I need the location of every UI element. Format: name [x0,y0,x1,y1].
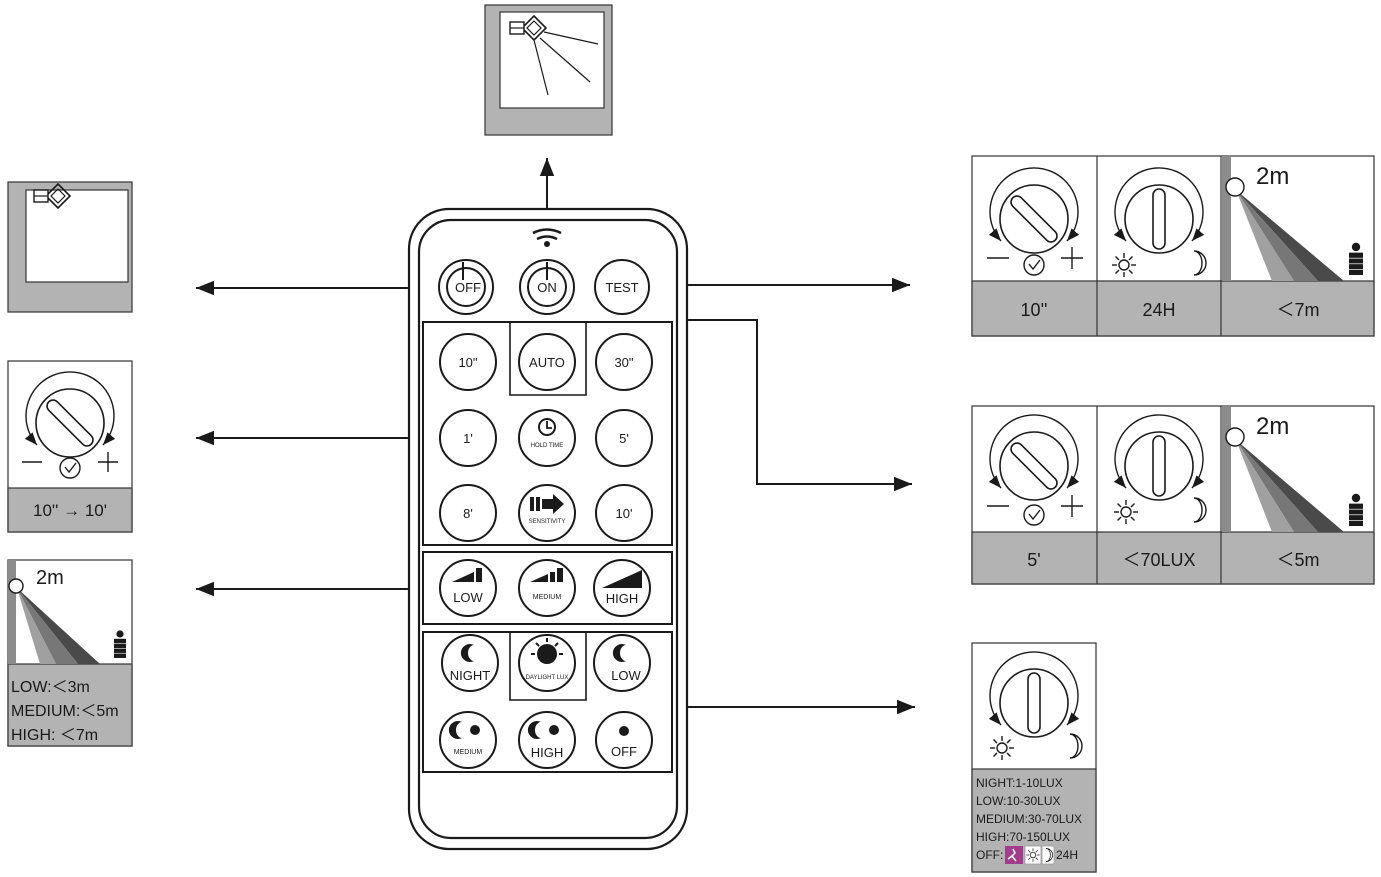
range-panel: 2m LOW:＜3m MEDIUM:＜5m HIGH: ＜7m [7,559,133,747]
svg-text:OFF:: OFF: [976,848,1003,862]
svg-text:LOW:10-30LUX: LOW:10-30LUX [976,794,1061,808]
test-button[interactable]: TEST [594,259,650,315]
off-button[interactable]: OFF [438,259,494,315]
sensitivity-button[interactable]: SENSITIVITY [518,484,576,542]
moon-sun-icon [527,721,559,739]
svg-text:SENSITIVITY: SENSITIVITY [529,519,566,525]
svg-text:OFF: OFF [611,744,637,759]
test-result-panel: 2m 10'' 24H ＜7m [971,155,1375,337]
small-sun-icon [619,726,629,736]
time-8m-button[interactable]: 8' [439,484,497,542]
light-rays [533,31,599,96]
svg-text:10'': 10'' [1021,300,1048,320]
sensitivity-medium-button[interactable]: MEDIUM [518,559,576,617]
svg-text:10'' → 10': 10'' → 10' [33,501,107,520]
moon-icon [612,644,626,662]
time-30s-button[interactable]: 30" [595,333,653,391]
svg-text:MEDIUM:30-70LUX: MEDIUM:30-70LUX [976,812,1082,826]
svg-text:10": 10" [458,355,477,370]
svg-text:AUTO: AUTO [529,355,565,370]
svg-text:24H: 24H [1142,300,1175,320]
svg-text:LOW: LOW [611,668,641,683]
svg-text:1': 1' [463,431,473,446]
svg-text:2m: 2m [36,567,64,589]
svg-text:MEDIUM: MEDIUM [454,749,483,756]
lux-result-panel: NIGHT:1-10LUX LOW:10-30LUX MEDIUM:30-70L… [971,642,1097,873]
svg-text:LOW: LOW [453,590,483,605]
svg-text:HOLD TIME: HOLD TIME [531,443,564,449]
svg-text:TEST: TEST [605,280,638,295]
sensitivity-low-button[interactable]: LOW [439,559,497,617]
time-1m-button[interactable]: 1' [439,409,497,467]
svg-text:30": 30" [614,355,633,370]
svg-text:8': 8' [463,506,473,521]
sensitivity-high-button[interactable]: HIGH [593,559,651,617]
svg-text:MEDIUM: MEDIUM [533,594,562,601]
svg-text:NIGHT:1-10LUX: NIGHT:1-10LUX [976,776,1063,790]
svg-text:NIGHT: NIGHT [450,668,491,683]
svg-text:OFF: OFF [455,280,481,295]
moon-sun-icon [448,721,480,739]
sensitivity-icon [530,494,564,514]
svg-text:LOW:＜3m: LOW:＜3m [11,679,90,696]
svg-text:HIGH: ＜7m: HIGH: ＜7m [11,727,98,744]
sun-icon [531,638,563,664]
time-10s-button[interactable]: 10" [439,333,497,391]
daylight-lux-button[interactable]: DAYLIGHT LUX [518,634,576,692]
hold-time-button[interactable]: HOLD TIME [518,409,576,467]
signal-medium-icon [530,568,563,582]
svg-text:ON: ON [537,280,557,295]
svg-text:＜70LUX: ＜70LUX [1122,550,1195,570]
signal-high-icon [602,570,642,588]
moon-icon [460,644,474,662]
signal-low-icon [452,568,482,582]
lux-medium-button[interactable]: MEDIUM [439,711,497,769]
time-panel: 10'' → 10' [7,360,133,533]
auto-result-panel: 2m 5' ＜70LUX ＜5m [971,405,1375,585]
time-5m-button[interactable]: 5' [595,409,653,467]
svg-text:DAYLIGHT LUX: DAYLIGHT LUX [526,675,569,681]
svg-text:5': 5' [1027,550,1040,570]
svg-text:HIGH: HIGH [531,745,564,760]
svg-text:10': 10' [616,506,633,521]
svg-text:＜7m: ＜7m [1276,300,1319,320]
lux-high-button[interactable]: HIGH [518,711,576,769]
svg-text:HIGH: HIGH [606,591,639,606]
svg-text:＜5m: ＜5m [1276,550,1319,570]
ir-signal-icon [532,228,562,247]
svg-text:HIGH:70-150LUX: HIGH:70-150LUX [976,830,1070,844]
svg-text:MEDIUM:＜5m: MEDIUM:＜5m [11,703,119,720]
off-result-panel [7,181,133,313]
night-button[interactable]: NIGHT [441,634,499,692]
time-10m-button[interactable]: 10' [595,484,653,542]
lux-off-button[interactable]: OFF [595,711,653,769]
svg-text:2m: 2m [1256,413,1289,440]
svg-text:24H: 24H [1056,848,1078,862]
lux-low-button[interactable]: LOW [593,634,651,692]
svg-text:2m: 2m [1256,163,1289,190]
on-result-panel [484,4,613,136]
auto-button[interactable]: AUTO [518,333,576,391]
svg-text:5': 5' [619,431,629,446]
clock-icon [538,418,556,436]
